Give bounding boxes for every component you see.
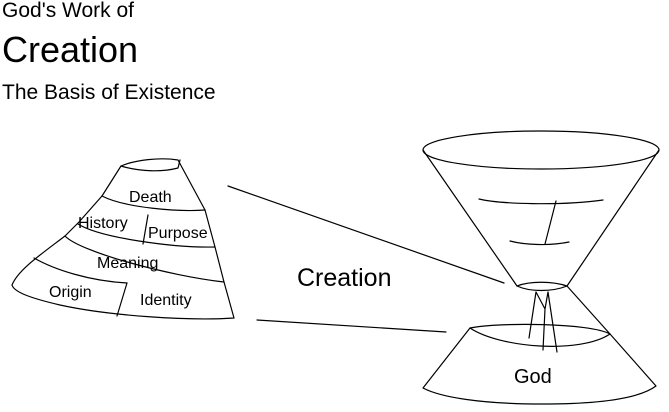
hourglass-upper-cone: [422, 149, 660, 287]
upper-cone-seam: [544, 200, 557, 245]
page-title: Creation: [2, 29, 139, 70]
hourglass-lower-cone: [528, 285, 611, 353]
upper-cone-band: [478, 198, 604, 205]
hourglass-neck: [516, 281, 568, 292]
upper-cone-band-lower: [509, 240, 570, 246]
label-history: History: [78, 215, 128, 232]
band-divider-origin: [33, 257, 128, 284]
divider-history-purpose: [142, 214, 149, 245]
band-divider-meaning: [64, 235, 225, 283]
connector-line-upper: [227, 185, 505, 284]
cone-top-rim: [120, 159, 181, 172]
hourglass: God: [422, 130, 660, 405]
label-origin: Origin: [49, 284, 92, 301]
hourglass-top-rim: [422, 130, 660, 170]
subtitle: The Basis of Existence: [2, 81, 216, 104]
base-inner-rim: [469, 327, 611, 347]
label-meaning: Meaning: [97, 255, 158, 272]
divider-origin-identity: [116, 282, 128, 317]
band-divider-history: [77, 223, 216, 248]
left-cone: Death History Purpose Meaning Origin Ide…: [11, 158, 235, 320]
label-death: Death: [129, 189, 172, 206]
connector-label: Creation: [297, 264, 392, 292]
band-divider-death: [101, 195, 206, 212]
pretitle: God's Work of: [2, 0, 134, 22]
connector-line-lower: [256, 319, 447, 333]
label-purpose: Purpose: [148, 225, 208, 242]
label-identity: Identity: [140, 292, 192, 309]
hourglass-base: [422, 323, 657, 405]
label-god: God: [514, 366, 552, 388]
left-cone-outline: [11, 158, 235, 320]
